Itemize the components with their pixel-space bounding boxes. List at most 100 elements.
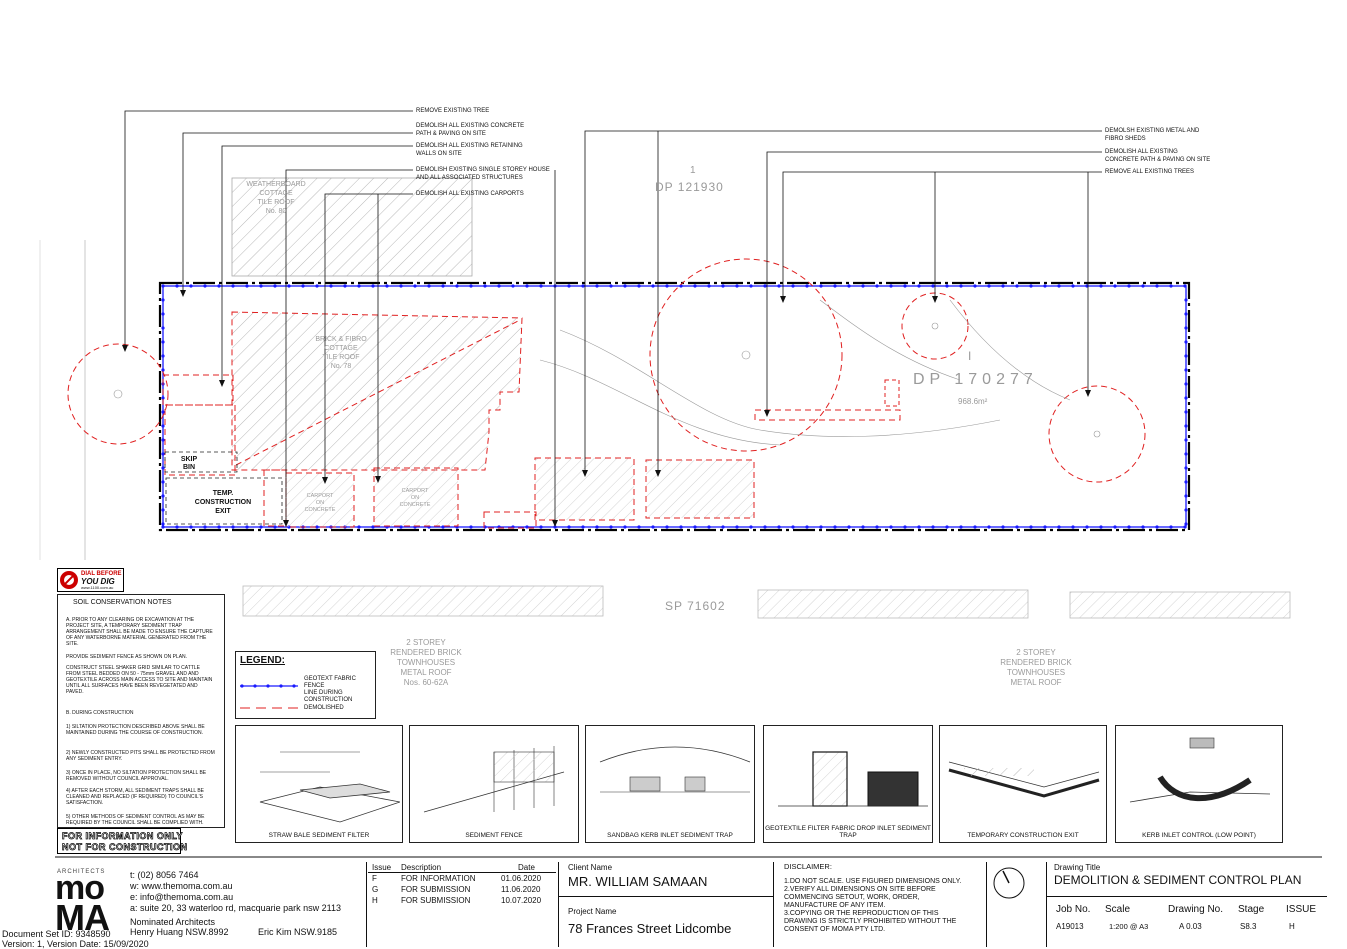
fence-post: [259, 525, 263, 529]
client-label: Client Name: [568, 863, 613, 872]
fence-post: [1184, 466, 1188, 470]
fence-post: [161, 438, 165, 442]
fence-post: [217, 525, 221, 529]
fence-post: [581, 284, 585, 288]
callout-demolish-sheds: DEMOLSH EXISTING METAL AND: [1105, 128, 1200, 134]
drawing-title: DEMOLITION & SEDIMENT CONTROL PLAN: [1054, 873, 1302, 887]
legend-title: LEGEND:: [240, 655, 285, 666]
fibro-shed: [534, 457, 635, 521]
architect-henry: Henry Huang NSW.8992: [130, 927, 229, 937]
fence-post: [371, 284, 375, 288]
nominated-architects: Nominated Architects: [130, 917, 216, 927]
fence-post: [1029, 284, 1033, 288]
fence-post: [287, 284, 291, 288]
fence-post: [469, 284, 473, 288]
fence-post: [497, 284, 501, 288]
fence-post: [1184, 326, 1188, 330]
fence-post: [427, 284, 431, 288]
fence-post: [161, 312, 165, 316]
existing-house-78: [231, 311, 523, 471]
fence-post: [357, 284, 361, 288]
fence-post: [1057, 284, 1061, 288]
fence-post: [735, 525, 739, 529]
fence-post: [777, 525, 781, 529]
neighbour-townhouses-mid: [757, 589, 1029, 619]
callout-demolish-concrete-2: PATH & PAVING ON SITE: [416, 131, 486, 137]
fence-post: [763, 525, 767, 529]
fence-post: [637, 284, 641, 288]
fence-post: [413, 284, 417, 288]
fence-post: [161, 368, 165, 372]
fence-post: [903, 284, 907, 288]
fence-post: [371, 525, 375, 529]
fence-post: [245, 284, 249, 288]
fence-post: [805, 525, 809, 529]
fence-post: [1184, 298, 1188, 302]
fence-post: [819, 525, 823, 529]
fence-post: [581, 525, 585, 529]
fence-post: [749, 284, 753, 288]
fence-post: [595, 525, 599, 529]
scale-value: 1:200 @ A3: [1109, 922, 1149, 931]
skip-bin-outline: [164, 451, 238, 473]
fence-post: [161, 508, 165, 512]
fence-post: [483, 284, 487, 288]
temp-exit-outline: [165, 477, 283, 525]
client-name: MR. WILLIAM SAMAAN: [568, 874, 708, 889]
fence-post: [567, 525, 571, 529]
stage-label: Stage: [1238, 904, 1265, 915]
architect-eric: Eric Kim NSW.9185: [258, 927, 338, 937]
fence-post: [1127, 525, 1131, 529]
fence-post: [273, 525, 277, 529]
fence-post: [609, 284, 613, 288]
fence-post: [805, 284, 809, 288]
fence-post: [973, 284, 977, 288]
fence-post: [315, 284, 319, 288]
firm-architects: ARCHITECTS: [57, 869, 106, 875]
fence-post: [945, 525, 949, 529]
fence-post: [763, 284, 767, 288]
callout-demolish-walls-2: WALLS ON SITE: [416, 151, 462, 157]
fence-post: [1057, 525, 1061, 529]
fence-post: [357, 525, 361, 529]
callout-demolish-carports: DEMOLISH ALL EXISTING CARPORTS: [416, 191, 524, 197]
fence-post: [847, 525, 851, 529]
fence-post: [1184, 312, 1188, 316]
fence-post: [161, 480, 165, 484]
fence-post: [343, 284, 347, 288]
fence-post: [623, 284, 627, 288]
callout-remove-trees: REMOVE ALL EXISTING TREES: [1105, 169, 1195, 175]
fence-post: [721, 525, 725, 529]
fence-post: [959, 284, 963, 288]
fence-post: [791, 284, 795, 288]
lot-number-1: 1: [690, 165, 696, 176]
fence-post: [1184, 522, 1188, 526]
document-set-id: Document Set ID: 9348590: [2, 929, 111, 939]
firm-address: a: suite 20, 33 waterloo rd, macquarie p…: [130, 903, 341, 913]
fence-post: [161, 284, 165, 288]
fence-post: [665, 525, 669, 529]
fence-post: [735, 284, 739, 288]
site-plan: [39, 110, 1322, 858]
fence-post: [399, 284, 403, 288]
fence-post: [1184, 424, 1188, 428]
fence-post: [987, 525, 991, 529]
fence-post: [861, 525, 865, 529]
fence-post: [1184, 494, 1188, 498]
detail-straw-bale: STRAW BALE SEDIMENT FILTER: [235, 725, 403, 843]
tree-street: [67, 343, 169, 445]
fence-post: [161, 396, 165, 400]
site-boundary: [158, 281, 1191, 532]
fence-post: [1001, 284, 1005, 288]
site-area: 968.6m²: [958, 397, 988, 406]
fence-post: [217, 284, 221, 288]
fence-post: [399, 525, 403, 529]
fence-post: [819, 284, 823, 288]
fence-post: [1043, 284, 1047, 288]
fence-post: [651, 525, 655, 529]
